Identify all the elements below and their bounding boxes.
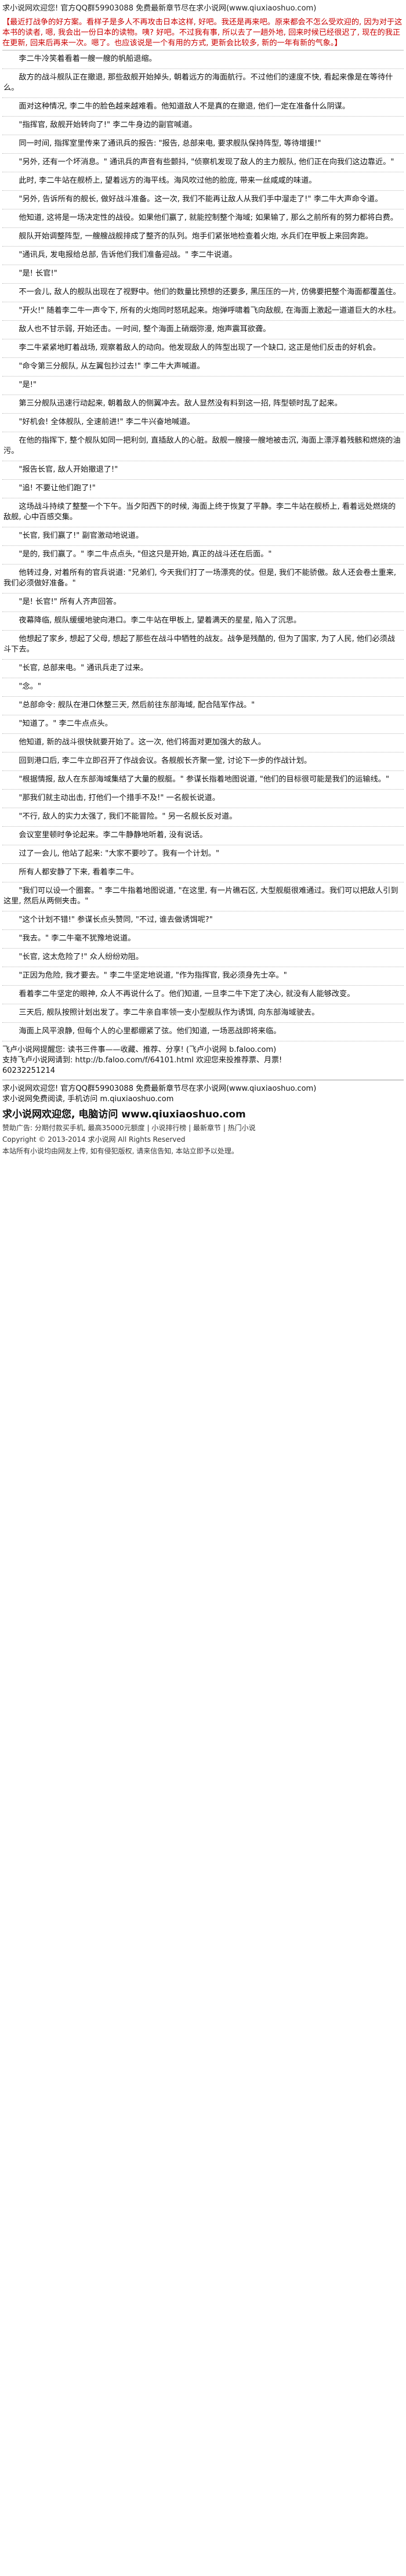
chapter-paragraph: "这个计划不错!" 参谋长点头赞同, "不过, 谁去做诱饵呢?" — [2, 911, 404, 930]
chapter-paragraph: "长官, 总部来电。" 通讯兵走了过来。 — [2, 660, 404, 678]
chapter-paragraph: "另外, 告诉所有的舰长, 做好战斗准备。这一次, 我们不能再让敌人从我们手中溜… — [2, 191, 404, 209]
chapter-paragraph: 他想起了家乡, 想起了父母, 想起了那些在战斗中牺牲的战友。战争是残酷的, 但为… — [2, 631, 404, 660]
chapter-paragraph: 同一时间, 指挥室里传来了通讯兵的报告: "报告, 总部来电, 要求舰队保持阵型… — [2, 135, 404, 154]
site-welcome-header: 求小说网欢迎您! 官方QQ群59903088 免费最新章节尽在求小说网(www.… — [2, 4, 317, 13]
page: 求小说网欢迎您! 官方QQ群59903088 免费最新章节尽在求小说网(www.… — [2, 0, 404, 1156]
chapter-paragraph: "指挥官, 敌舰开始转向了!" 李二牛身边的副官喊道。 — [2, 117, 404, 135]
chapter-paragraph: 在他的指挥下, 整个舰队如同一把利剑, 直插敌人的心脏。敌舰一艘接一艘地被击沉,… — [2, 432, 404, 461]
chapter-paragraph: 海面上风平浪静, 但每个人的心里都绷紧了弦。他们知道, 一场恶战即将来临。 — [2, 1023, 404, 1041]
chapter-paragraph: 李二牛紧紧地盯着战场, 观察着敌人的动向。他发现敌人的阵型出现了一个缺口, 这正… — [2, 339, 404, 358]
chapter-paragraph: 他知道, 新的战斗很快就要开始了。这一次, 他们将面对更加强大的敌人。 — [2, 734, 404, 752]
chapter-code: 60232251214 — [2, 1066, 55, 1075]
author-note-text: 【最近打战争的好方案。看样子是多人不再攻击日本这样, 好吧。我还是再来吧。原来都… — [2, 18, 403, 48]
chapter-paragraph: 夜幕降临, 舰队缓缓地驶向港口。李二牛站在甲板上, 望着满天的星星, 陷入了沉思… — [2, 612, 404, 631]
chapter-paragraph: 三天后, 舰队按照计划出发了。李二牛亲自率领一支小型舰队作为诱饵, 向东部海域驶… — [2, 1004, 404, 1023]
chapter-paragraph: "通讯兵, 发电报给总部, 告诉他们我们准备迎战。" 李二牛说道。 — [2, 247, 404, 265]
sponsor-links[interactable]: 赞助广告: 分期付款买手机, 最高35000元额度 | 小说排行榜 | 最新章节… — [2, 1124, 256, 1132]
chapter-paragraph: 过了一会儿, 他站了起来: "大家不要吵了。我有一个计划。" — [2, 845, 404, 864]
chapter-paragraph: "好机会! 全体舰队, 全速前进!" 李二牛兴奋地喊道。 — [2, 414, 404, 432]
chapter-paragraph: 李二牛冷笑着看着一艘一艘的帆船退缩。 — [2, 50, 404, 69]
chapter-paragraph: "念。" — [2, 678, 404, 697]
chapter-paragraph: "另外, 还有一个坏消息。" 通讯兵的声音有些颤抖, "侦察机发现了敌人的主力舰… — [2, 154, 404, 172]
chapter-paragraph: 舰队开始调整阵型, 一艘艘战舰排成了整齐的队列。炮手们紧张地检查着火炮, 水兵们… — [2, 228, 404, 247]
disclaimer: 本站所有小说均由网友上传, 如有侵犯版权, 请来信告知, 本站立即予以处理。 — [2, 1147, 238, 1155]
mobile-access-line: 求小说网免费阅读, 手机访问 m.qiuxiaoshuo.com — [2, 1095, 174, 1104]
chapter-paragraph: "是!" — [2, 377, 404, 395]
chapter-paragraph: "知道了。" 李二牛点点头。 — [2, 715, 404, 734]
chapter-paragraph: "我们可以设一个圈套。" 李二牛指着地图说道, "在这里, 有一片礁石区, 大型… — [2, 882, 404, 911]
chapter-paragraph: 所有人都安静了下来, 看着李二牛。 — [2, 864, 404, 882]
chapter-paragraph: "正因为危险, 我才要去。" 李二牛坚定地说道, "作为指挥官, 我必须身先士卒… — [2, 967, 404, 986]
chapter-paragraph: "不行, 敌人的实力太强了, 我们不能冒险。" 另一名舰长反对道。 — [2, 808, 404, 827]
chapter-paragraph: "那我们就主动出击, 打他们一个措手不及!" 一名舰长说道。 — [2, 790, 404, 808]
chapter-paragraph: 第三分舰队迅速行动起来, 朝着敌人的侧翼冲去。敌人显然没有料到这一招, 阵型顿时… — [2, 395, 404, 414]
author-note: 【最近打战争的好方案。看样子是多人不再攻击日本这样, 好吧。我还是再来吧。原来都… — [2, 17, 404, 50]
chapter-paragraph: 看着李二牛坚定的眼神, 众人不再说什么了。他们知道, 一旦李二牛下定了决心, 就… — [2, 986, 404, 1004]
chapter-paragraph: "总部命令: 舰队在港口休整三天, 然后前往东部海域, 配合陆军作战。" — [2, 697, 404, 715]
chapter-paragraph: "是! 长官!" — [2, 265, 404, 284]
chapter-paragraph: "命令第三分舰队, 从左翼包抄过去!" 李二牛大声喊道。 — [2, 358, 404, 377]
chapter-paragraph: 会议室里顿时争论起来。李二牛静静地听着, 没有说话。 — [2, 827, 404, 845]
chapter-paragraph: "我去。" 李二牛毫不犹豫地说道。 — [2, 930, 404, 949]
chapter-paragraph: 敌人也不甘示弱, 开始还击。一时间, 整个海面上硝烟弥漫, 炮声震耳欲聋。 — [2, 321, 404, 339]
copyright: Copyright © 2013-2014 求小说网 All Rights Re… — [2, 1135, 186, 1144]
support-note: 支持飞卢小说网请到: http://b.faloo.com/f/64101.ht… — [2, 1056, 282, 1065]
chapter-paragraph: "长官, 这太危险了!" 众人纷纷劝阻。 — [2, 949, 404, 967]
chapter-paragraph: "长官, 我们赢了!" 副官激动地说道。 — [2, 527, 404, 546]
chapter-paragraph: 敌方的战斗舰队正在撤退, 那些敌舰开始掉头, 朝着远方的海面航行。不过他们的速度… — [2, 69, 404, 98]
reading-reminder: 飞卢小说网提醒您: 读书三件事——收藏、推荐、分享! (飞卢小说网 b.falo… — [2, 1045, 277, 1054]
chapter-paragraph: "是的, 我们赢了。" 李二牛点点头, "但这只是开始, 真正的战斗还在后面。" — [2, 546, 404, 565]
chapter-paragraph: 这场战斗持续了整整一个下午。当夕阳西下的时候, 海面上终于恢复了平静。李二牛站在… — [2, 498, 404, 527]
chapter-body: 李二牛冷笑着看着一艘一艘的帆船退缩。敌方的战斗舰队正在撤退, 那些敌舰开始掉头,… — [2, 50, 404, 1041]
chapter-paragraph: "报告长官, 敌人开始撤退了!" — [2, 461, 404, 480]
chapter-paragraph: "追! 不要让他们跑了!" — [2, 480, 404, 498]
site-welcome-footer: 求小说网欢迎您! 官方QQ群59903088 免费最新章节尽在求小说网(www.… — [2, 1084, 317, 1093]
chapter-paragraph: 面对这种情况, 李二牛的脸色越来越难看。他知道敌人不是真的在撤退, 他们一定在准… — [2, 98, 404, 117]
chapter-paragraph: "根据情报, 敌人在东部海域集结了大量的舰艇。" 参谋长指着地图说道, "他们的… — [2, 771, 404, 790]
chapter-footer: 飞卢小说网提醒您: 读书三件事——收藏、推荐、分享! (飞卢小说网 b.falo… — [2, 1045, 404, 1156]
site-banner: 求小说网欢迎您, 电脑访问 www.qiuxiaoshuo.com — [2, 1109, 246, 1120]
chapter-paragraph: "开火!" 随着李二牛一声令下, 所有的火炮同时怒吼起来。炮弹呼啸着飞向敌舰, … — [2, 302, 404, 321]
chapter-paragraph: 回到港口后, 李二牛立即召开了作战会议。各舰舰长齐聚一堂, 讨论下一步的作战计划… — [2, 752, 404, 771]
chapter-paragraph: "是! 长官!" 所有人齐声回答。 — [2, 594, 404, 612]
chapter-paragraph: 不一会儿, 敌人的舰队出现在了视野中。他们的数量比预想的还要多, 黑压压的一片,… — [2, 284, 404, 302]
chapter-paragraph: 他转过身, 对着所有的官兵说道: "兄弟们, 今天我们打了一场漂亮的仗。但是, … — [2, 565, 404, 594]
chapter-paragraph: 他知道, 这将是一场决定性的战役。如果他们赢了, 就能控制整个海域; 如果输了,… — [2, 209, 404, 228]
chapter-paragraph: 此时, 李二牛站在舰桥上, 望着远方的海平线。海风吹过他的脸庞, 带来一丝咸咸的… — [2, 172, 404, 191]
